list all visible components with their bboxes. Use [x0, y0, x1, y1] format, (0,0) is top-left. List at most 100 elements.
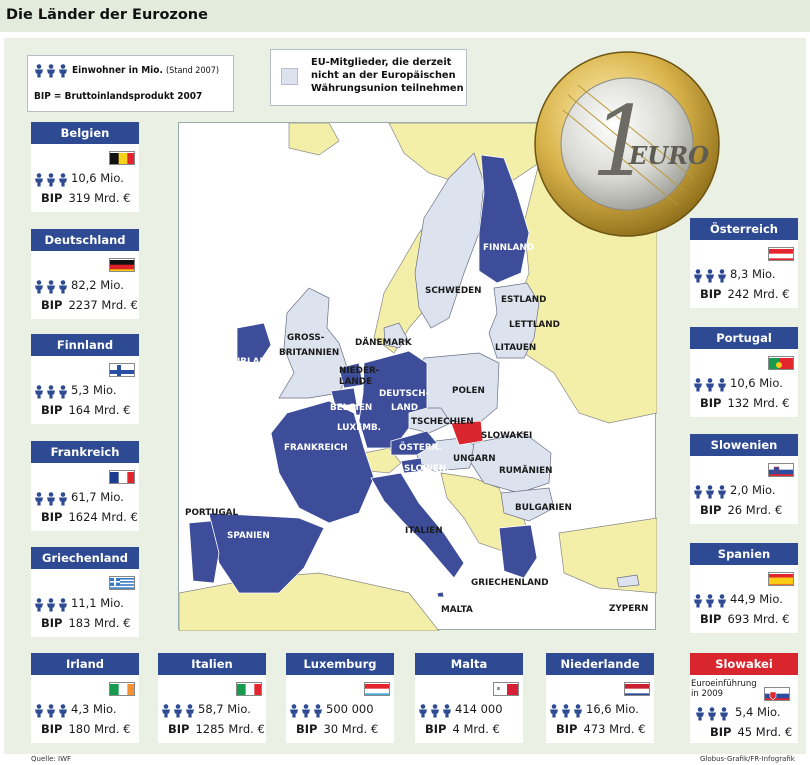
map-label-slowen: SLOWEN. [404, 464, 450, 474]
map-label-lettland: LETTLAND [509, 320, 560, 330]
gdp-label: BIP [425, 722, 447, 736]
map-label-malta: MALTA [441, 605, 473, 615]
map-label-litauen: LITAUEN [495, 343, 537, 353]
country-name: Belgien [31, 122, 139, 144]
flag-fr-icon [109, 470, 135, 484]
flag-it-icon [236, 682, 262, 696]
country-name: Finnland [31, 334, 139, 356]
map-label-spanien: SPANIEN [227, 531, 270, 541]
gdp-line: BIP 4 Mrd. € [425, 722, 500, 736]
people-icon [34, 597, 70, 612]
map-label-frankreich: FRANKREICH [284, 443, 348, 453]
gdp-value: 693 Mrd. € [727, 612, 790, 626]
baltics-shape [488, 282, 540, 359]
legend-population-gdp: Einwohner in Mio. (Stand 2007) BIP = Bru… [27, 55, 234, 112]
legend-non-euro-text: EU-Mitglieder, die derzeit nicht an der … [311, 57, 464, 94]
people-icon [549, 703, 585, 718]
country-name: Slowenien [690, 434, 798, 456]
flag-mt-icon [493, 682, 519, 696]
map-label-bulgarien: BULGARIEN [515, 503, 572, 513]
country-name: Irland [31, 653, 139, 675]
gdp-value: 319 Mrd. € [68, 191, 131, 205]
portugal-shape [188, 520, 220, 584]
population-value: 8,3 Mio. [730, 267, 776, 281]
map-label-finnland: FINNLAND [483, 243, 535, 253]
turkey-shape [558, 517, 657, 594]
page-title: Die Länder der Eurozone [6, 7, 208, 23]
people-icon [693, 484, 729, 499]
map-label-gross: GROSS- [287, 333, 325, 343]
people-icon [161, 703, 197, 718]
gdp-value: 30 Mrd. € [323, 722, 379, 736]
country-name: Spanien [690, 543, 798, 565]
people-icon [693, 593, 729, 608]
slovakia-shape [450, 420, 484, 446]
flag-lu-icon [364, 682, 390, 696]
population-value: 10,6 Mio. [730, 376, 783, 390]
legend-gdp-definition: BIP = Bruttoinlandsprodukt 2007 [34, 91, 203, 102]
gdp-label: BIP [41, 298, 63, 312]
flag-fi-icon [109, 363, 135, 377]
gdp-value: 4 Mrd. € [452, 722, 500, 736]
population-value: 44,9 Mio. [730, 592, 783, 606]
population-value: 4,3 Mio. [71, 702, 117, 716]
map-label-portugal: PORTUGAL [185, 508, 239, 518]
bulgaria-shape [500, 487, 555, 522]
gdp-value: 2237 Mrd. € [68, 298, 138, 312]
gdp-value: 132 Mrd. € [727, 396, 790, 410]
population-value: 11,1 Mio. [71, 596, 124, 610]
people-icon [34, 491, 70, 506]
euro-coin-image: 1 EURO [534, 51, 720, 237]
map-label-daenemark: DÄNEMARK [355, 338, 412, 348]
flag-ie-icon [109, 682, 135, 696]
population-value: 500 000 [326, 702, 374, 716]
country-name: Italien [158, 653, 266, 675]
map-label-belgien: BELGIEN [330, 403, 373, 413]
gdp-label: BIP [700, 503, 722, 517]
legend-population-note: (Stand 2007) [166, 66, 220, 76]
population-value: 5,4 Mio. [735, 705, 781, 719]
coin-numeral: 1 [591, 86, 652, 198]
ireland-shape [236, 322, 272, 364]
gdp-line: BIP 2237 Mrd. € [41, 298, 138, 312]
map-label-tschechien: TSCHECHIEN [411, 417, 474, 427]
population-value: 58,7 Mio. [198, 702, 251, 716]
gdp-label: BIP [41, 191, 63, 205]
people-icon [695, 706, 731, 721]
gdp-value: 183 Mrd. € [68, 616, 131, 630]
map-label-luxemb: LUXEMB. [337, 423, 382, 433]
map-label-zypern: ZYPERN [609, 604, 649, 614]
gdp-value: 164 Mrd. € [68, 403, 131, 417]
country-name: Slowakei [690, 653, 798, 675]
map-label-ungarn: UNGARN [453, 454, 496, 464]
population-value: 16,6 Mio. [586, 702, 639, 716]
gdp-line: BIP 319 Mrd. € [41, 191, 130, 205]
denmark-shape [383, 322, 408, 349]
iceland-shape [288, 123, 340, 156]
france-shape [270, 400, 375, 524]
population-value: 82,2 Mio. [71, 278, 124, 292]
flag-es-icon [768, 572, 794, 586]
map-label-irland: IRLAND [237, 357, 275, 367]
title-bar: Die Länder der Eurozone [0, 0, 810, 32]
people-icon [34, 384, 70, 399]
people-icon [34, 703, 70, 718]
flag-si-icon [768, 463, 794, 477]
gdp-value: 1285 Mrd. € [195, 722, 265, 736]
belgium-shape [330, 387, 358, 406]
map-label-lande: LANDE [339, 377, 373, 387]
